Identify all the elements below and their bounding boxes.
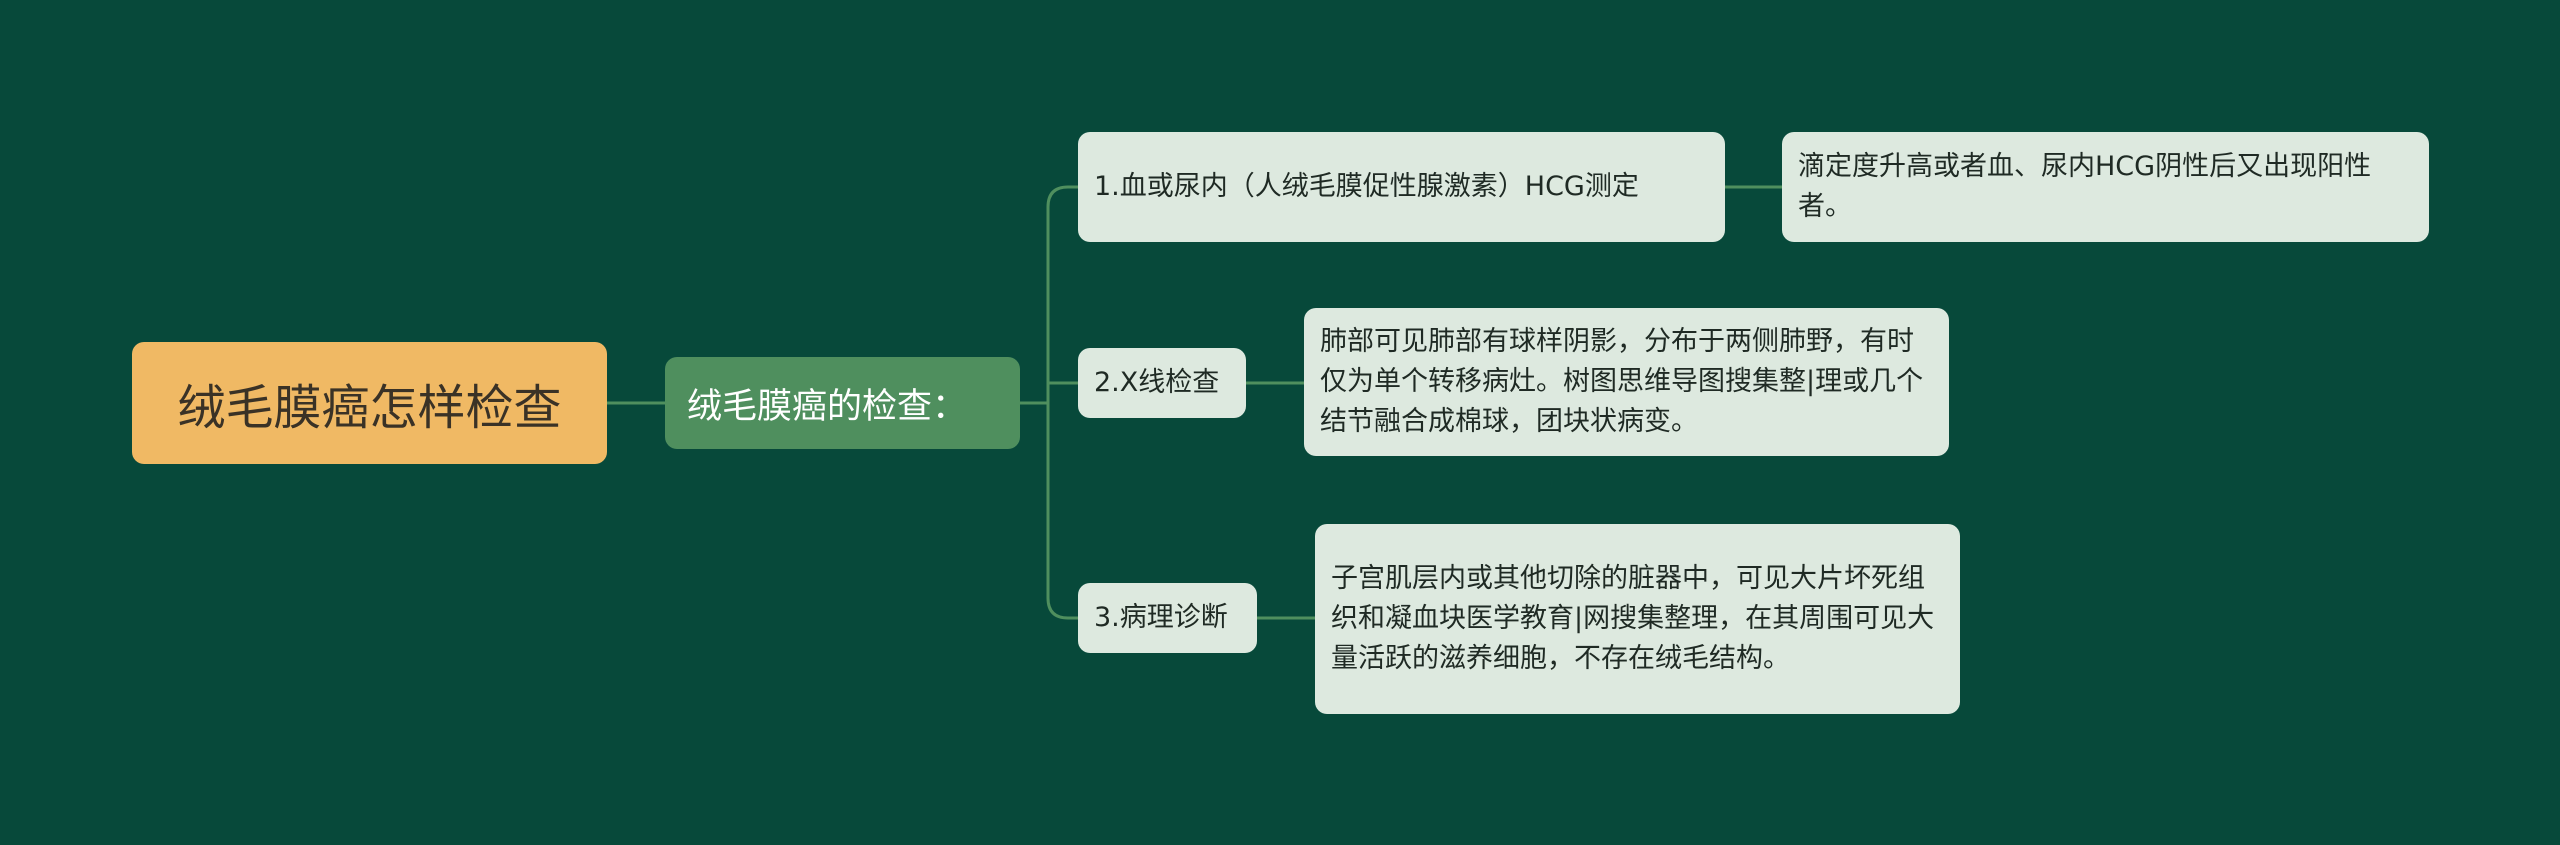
root-topic-label: 绒毛膜癌怎样检查	[177, 380, 562, 436]
branch-topic-label: 绒毛膜癌的检查：	[687, 386, 968, 427]
root-topic[interactable]: 绒毛膜癌怎样检查	[132, 342, 607, 464]
item-topic-pathology[interactable]: 3.病理诊断	[1078, 583, 1257, 653]
detail-topic-xray[interactable]: 肺部可见肺部有球样阴影，分布于两侧肺野，有时仅为单个转移病灶。树图思维导图搜集整…	[1304, 308, 1949, 456]
item-topic-hcg[interactable]: 1.血或尿内（人绒毛膜促性腺激素）HCG测定	[1078, 132, 1725, 242]
item-topic-label: 2.X线检查	[1094, 367, 1220, 398]
item-topic-label: 1.血或尿内（人绒毛膜促性腺激素）HCG测定	[1094, 171, 1639, 202]
detail-topic-hcg[interactable]: 滴定度升高或者血、尿内HCG阴性后又出现阳性者。	[1782, 132, 2429, 242]
detail-topic-label: 子宫肌层内或其他切除的脏器中，可见大片坏死组织和凝血块医学教育|网搜集整理，在其…	[1331, 563, 1935, 674]
connector-trunk	[1046, 185, 1078, 620]
branch-topic[interactable]: 绒毛膜癌的检查：	[665, 357, 1020, 449]
detail-topic-label: 滴定度升高或者血、尿内HCG阴性后又出现阳性者。	[1798, 151, 2372, 222]
item-topic-label: 3.病理诊断	[1094, 602, 1228, 633]
detail-topic-pathology[interactable]: 子宫肌层内或其他切除的脏器中，可见大片坏死组织和凝血块医学教育|网搜集整理，在其…	[1315, 524, 1960, 714]
detail-topic-label: 肺部可见肺部有球样阴影，分布于两侧肺野，有时仅为单个转移病灶。树图思维导图搜集整…	[1320, 326, 1924, 437]
item-topic-xray[interactable]: 2.X线检查	[1078, 348, 1246, 418]
